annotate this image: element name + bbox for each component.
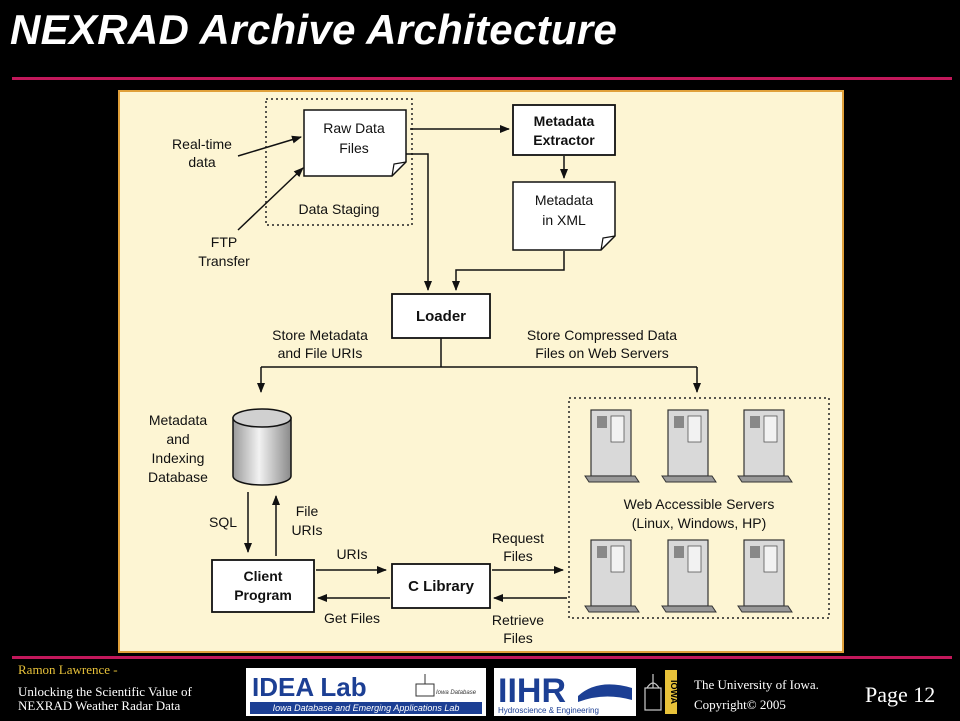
uris-label: URIs [336,546,367,562]
footer-talk-line-1: Unlocking the Scientific Value of [18,684,192,699]
ftp-arrow [237,167,304,231]
data-staging-label: Data Staging [299,201,380,217]
iowa-logo-text: IOWA [669,680,679,704]
store-compressed-label-2: Files on Web Servers [535,345,669,361]
idea-lab-logo-small: Iowa Database [436,690,477,696]
database-label-4: Database [148,469,208,485]
database-label-2: and [166,431,189,447]
metadata-extractor-node: Metadata Extractor [512,104,616,156]
client-program-label-1: Client [244,568,283,584]
c-library-node: C Library [391,563,491,609]
web-servers-grid [584,409,793,613]
footer-talk-line-2: NEXRAD Weather Radar Data [18,698,181,713]
idea-lab-logo-text: IDEA Lab [252,672,367,702]
server-icon [737,409,793,483]
raw-data-files-label-2: Files [339,140,369,156]
realtime-arrow [237,135,302,157]
ftp-transfer-label-2: Transfer [198,253,250,269]
raw-data-files-node: Raw Data Files [303,109,407,177]
metadata-xml-label-1: Metadata [535,192,594,208]
data-staging-region [265,98,413,226]
client-program-node: Client Program [211,559,315,613]
university-name: The University of Iowa. [694,677,819,692]
metadata-xml-node: Metadata in XML [512,181,616,251]
ftp-transfer-label-1: FTP [211,234,237,250]
title-divider [12,77,952,80]
footer-divider [12,656,952,659]
sql-label: SQL [209,514,237,530]
web-servers-label-2: (Linux, Windows, HP) [632,515,767,531]
page-number: Page 12 [865,682,936,707]
footer-talk-title: Unlocking the Scientific Value of NEXRAD… [18,685,248,713]
store-metadata-label-1: Store Metadata [272,327,368,343]
iihr-logo-sub: Hydroscience & Engineering [498,706,599,715]
metadata-extractor-label-2: Extractor [533,132,595,148]
request-files-label-2: Files [503,548,533,564]
realtime-data-label-2: data [188,154,215,170]
server-icon [584,539,640,613]
idea-lab-logo: IDEA Lab Iowa Database Iowa Database and… [246,668,486,716]
server-icon [584,409,640,483]
copyright: Copyright© 2005 [694,697,786,712]
file-uris-label-1: File [296,503,319,519]
web-servers-region [568,397,830,619]
realtime-data-label-1: Real-time [172,136,232,152]
idea-lab-logo-sub: Iowa Database and Emerging Applications … [273,703,460,713]
architecture-diagram: Data Staging Raw Data Files Real-time da… [118,90,844,653]
iihr-logo-text: IIHR [498,672,566,710]
loader-node: Loader [391,293,491,339]
database-label-3: Indexing [152,450,205,466]
dome-icon [644,674,662,711]
database-label-1: Metadata [149,412,208,428]
iihr-logo: IIHR Hydroscience & Engineering [494,668,636,716]
footer-author: Ramon Lawrence - [18,662,118,677]
get-files-label: Get Files [324,610,380,626]
store-metadata-label-2: and File URIs [278,345,363,361]
raw-data-files-label-1: Raw Data [323,120,385,136]
xml-to-loader-arrow [452,251,565,291]
metadata-xml-label-2: in XML [542,212,586,228]
raw-to-loader-arrow [406,153,432,291]
server-icon [661,409,717,483]
old-capitol-icon [415,674,435,697]
server-icon [737,539,793,613]
loader-label: Loader [416,308,466,325]
retrieve-files-label-1: Retrieve [492,612,544,628]
page-title: NEXRAD Archive Architecture [10,6,618,53]
web-servers-label-1: Web Accessible Servers [624,496,775,512]
metadata-extractor-label-1: Metadata [534,113,595,129]
retrieve-files-label-2: Files [503,630,533,646]
store-compressed-label-1: Store Compressed Data [527,327,677,343]
client-program-label-2: Program [234,587,292,603]
database-cylinder-icon [232,408,292,486]
server-icon [661,539,717,613]
university-of-iowa-logo: IOWA [643,668,679,716]
request-files-label-1: Request [492,530,544,546]
file-uris-label-2: URIs [291,522,322,538]
c-library-label: C Library [408,578,475,595]
